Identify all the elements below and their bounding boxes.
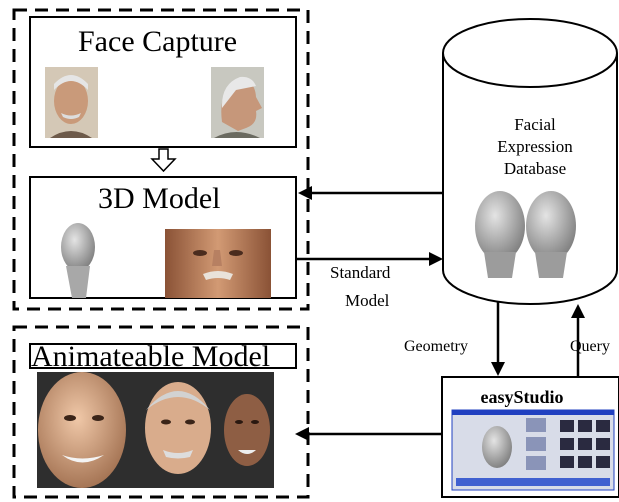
database-label-line-3: Database [503,159,567,178]
capture-to-model-arrow [150,148,177,173]
database-label-line-1: Facial [514,115,556,134]
capture-group-dashed-border [12,8,310,311]
query-arrow [571,304,585,377]
database-gray-heads [475,191,576,278]
front-face-photo [45,67,98,138]
database-label: Facial Expression Database [450,114,619,180]
animateable-model-box [29,343,297,369]
database-label-line-2: Expression [497,137,573,156]
easystudio-screenshot [451,409,615,491]
easystudio-title: easyStudio [480,387,564,407]
animated-faces-render [37,372,274,488]
model-3d-title: 3D Model [98,182,221,215]
geometry-label: Geometry [404,338,468,355]
standard-model-label-line-2: Model [345,291,390,310]
standard-model-label-line-1: Standard [330,263,391,282]
studio-to-animateable-arrow [295,427,442,441]
db-to-3d-model-arrow [298,186,443,200]
face-capture-title: Face Capture [78,25,238,58]
animation-group-dashed-border [12,325,310,499]
gray-head-model [61,223,95,298]
animateable-model-title: Animateable Model [31,342,271,372]
geometry-arrow [491,302,505,376]
query-label: Query [570,339,610,355]
standard-model-arrow [296,252,443,266]
profile-face-photo [211,67,264,138]
face-texture-map [165,229,271,298]
